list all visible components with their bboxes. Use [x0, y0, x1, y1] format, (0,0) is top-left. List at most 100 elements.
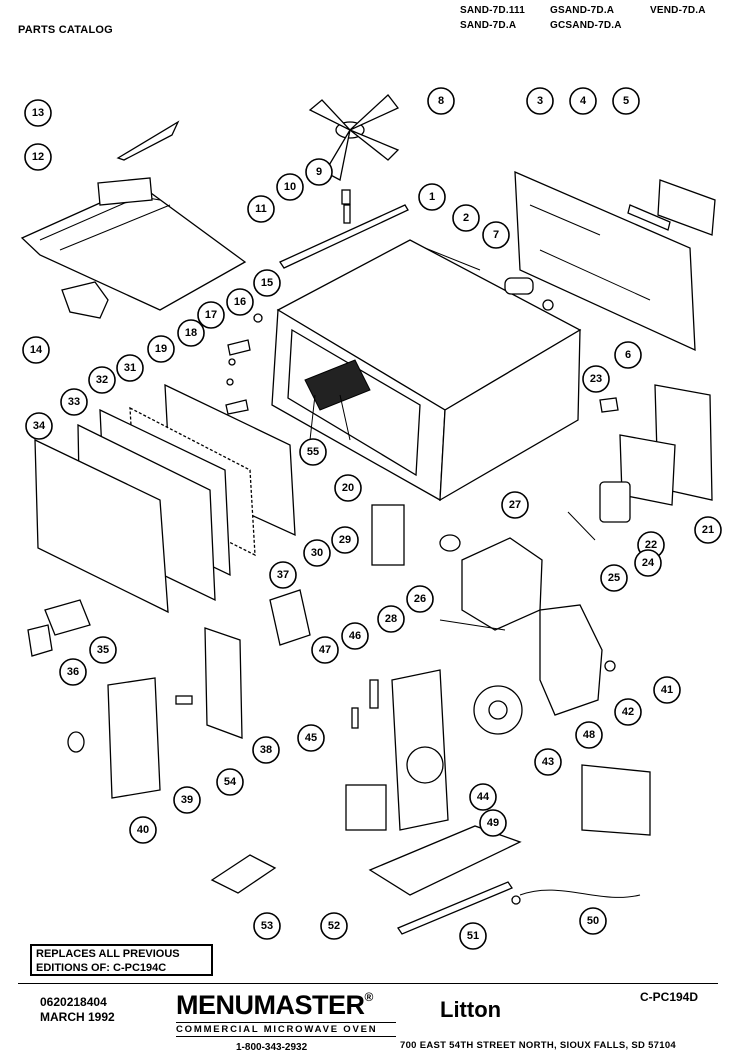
part-18-shape: [226, 378, 234, 386]
callout-13-label: 13: [32, 107, 44, 119]
part-26-shape: [461, 537, 543, 631]
callout-27-circle: [501, 491, 529, 519]
callout-18-label: 18: [185, 327, 197, 339]
callout-47-circle: [311, 636, 339, 664]
part-51-shape: [511, 895, 521, 905]
part-48-shape: [581, 764, 651, 836]
part-20-shape: [339, 394, 351, 441]
part-50-shape: [519, 889, 641, 898]
callout-15-circle: [253, 269, 281, 297]
callout-28-label: 28: [385, 613, 397, 625]
part-4-shape: [627, 204, 671, 231]
callout-35-circle: [89, 636, 117, 664]
callout-39-circle: [173, 786, 201, 814]
callout-15-label: 15: [261, 277, 273, 289]
callout-43-circle: [534, 748, 562, 776]
callout-21-circle: [694, 516, 722, 544]
callout-52-label: 52: [328, 920, 340, 932]
callout-29-label: 29: [339, 534, 351, 546]
part-54-shape: [175, 695, 193, 705]
callout-13-circle: [24, 99, 52, 127]
model-3: VEND-7D.A: [650, 5, 706, 16]
part-16-shape: [227, 339, 251, 356]
callout-37-circle: [269, 561, 297, 589]
model-4: SAND-7D.A: [460, 20, 517, 31]
callout-22-label: 22: [645, 539, 657, 551]
part-47-shape: [351, 707, 359, 729]
part-52-shape: [397, 881, 513, 935]
callout-31-label: 31: [124, 362, 136, 374]
catalog-code: C-PC194D: [640, 990, 699, 1004]
callout-17-label: 17: [205, 309, 217, 321]
callout-35-label: 35: [97, 644, 109, 656]
callout-48-circle: [575, 721, 603, 749]
part-14-shape: [61, 281, 109, 319]
part-34-shape: [34, 438, 169, 614]
callout-6-label: 6: [625, 349, 631, 361]
part-37-shape: [269, 589, 311, 646]
callout-49-circle: [479, 809, 507, 837]
callout-34-label: 34: [33, 420, 46, 432]
callout-38-circle: [252, 736, 280, 764]
part-22-shape: [619, 434, 676, 506]
callout-11-label: 11: [255, 203, 267, 215]
callout-41-label: 41: [661, 684, 673, 696]
callout-28-circle: [377, 605, 405, 633]
part-49-shape: [368, 825, 522, 896]
callout-36-circle: [59, 658, 87, 686]
callout-51-circle: [459, 922, 487, 950]
part-1-shape: [271, 239, 582, 502]
callout-19-circle: [147, 335, 175, 363]
company-address: 700 EAST 54TH STREET NORTH, SIOUX FALLS,…: [400, 1040, 677, 1051]
part-38-shape: [204, 627, 243, 739]
part-55-shape: [309, 394, 316, 441]
callout-41-circle: [653, 676, 681, 704]
part-10-shape: [343, 204, 351, 224]
callout-30-label: 30: [311, 547, 323, 559]
part-11-shape: [279, 204, 409, 269]
callout-4-label: 4: [580, 95, 587, 107]
callout-12-label: 12: [32, 151, 44, 163]
part-12-shape: [20, 184, 247, 311]
callout-24-circle: [634, 549, 662, 577]
brand-name: MENUMASTER: [176, 990, 365, 1020]
callout-49-label: 49: [487, 817, 499, 829]
publish-date: MARCH 1992: [40, 1010, 115, 1024]
callout-50-label: 50: [587, 915, 599, 927]
callout-38-label: 38: [260, 744, 272, 756]
callout-55-label: 55: [307, 446, 319, 458]
callout-2-label: 2: [463, 212, 469, 224]
part-29-shape: [371, 504, 405, 566]
part-6-shape: [542, 299, 554, 311]
callout-1-label: 1: [429, 191, 435, 203]
litton-logo: Litton: [440, 997, 502, 1022]
callout-39-label: 39: [181, 794, 193, 806]
part-53-shape: [210, 854, 277, 894]
model-5: GCSAND-7D.A: [550, 20, 622, 31]
callout-43-label: 43: [542, 756, 554, 768]
callout-21-label: 21: [702, 524, 714, 536]
doc-number: 0620218404: [40, 995, 107, 1009]
callout-14-circle: [22, 336, 50, 364]
part-42-shape: [539, 604, 603, 716]
model-2: GSAND-7D.A: [550, 5, 615, 16]
callout-55-circle: [299, 438, 327, 466]
callout-5-circle: [612, 87, 640, 115]
callout-52-circle: [320, 912, 348, 940]
callout-46-circle: [341, 622, 369, 650]
callout-45-label: 45: [305, 732, 317, 744]
callout-53-label: 53: [261, 920, 273, 932]
part-17-shape: [228, 358, 236, 366]
callout-33-circle: [60, 388, 88, 416]
callout-16-label: 16: [234, 296, 246, 308]
footer-rule: [18, 983, 718, 984]
callout-20-label: 20: [342, 482, 354, 494]
callout-23-circle: [582, 365, 610, 393]
part-39-shape: [107, 677, 161, 799]
part-19-shape: [225, 399, 249, 415]
menumaster-logo: MENUMASTER®: [176, 990, 373, 1021]
brand-tagline: COMMERCIAL MICROWAVE OVEN: [176, 1022, 396, 1037]
callout-7-label: 7: [493, 229, 499, 241]
callout-26-label: 26: [414, 593, 426, 605]
callout-46-label: 46: [349, 630, 361, 642]
